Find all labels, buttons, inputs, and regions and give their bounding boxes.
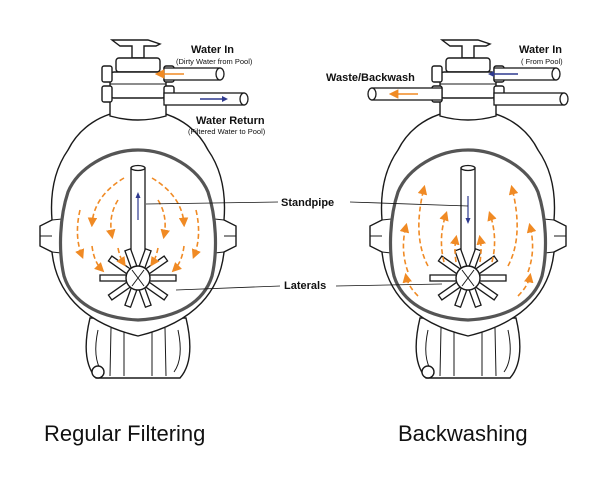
left-tank-body (38, 94, 238, 380)
leader-lines (145, 201, 469, 291)
right-water-in-label: Water In (519, 44, 562, 56)
left-water-return-label: Water Return (196, 115, 265, 127)
laterals-label: Laterals (284, 280, 326, 292)
left-flow-arrows (75, 177, 201, 273)
left-caption: Regular Filtering (44, 421, 205, 446)
right-filter (367, 39, 569, 380)
left-water-in-label: Water In (191, 44, 234, 56)
left-filter (38, 39, 249, 380)
right-return-pipe (493, 92, 565, 106)
left-valve (101, 39, 175, 103)
left-water-in-sublabel: (Dirty Water from Pool) (176, 57, 253, 66)
left-water-return-sublabel: (Filtered Water to Pool) (188, 127, 266, 136)
right-caption: Backwashing (398, 421, 528, 446)
right-water-in-sublabel: ( From Pool) (521, 57, 563, 66)
standpipe-label: Standpipe (281, 197, 334, 209)
right-flow-arrows (399, 184, 537, 297)
right-valve (431, 39, 505, 103)
waste-backwash-label: Waste/Backwash (326, 72, 415, 84)
right-tank-body (368, 94, 568, 380)
